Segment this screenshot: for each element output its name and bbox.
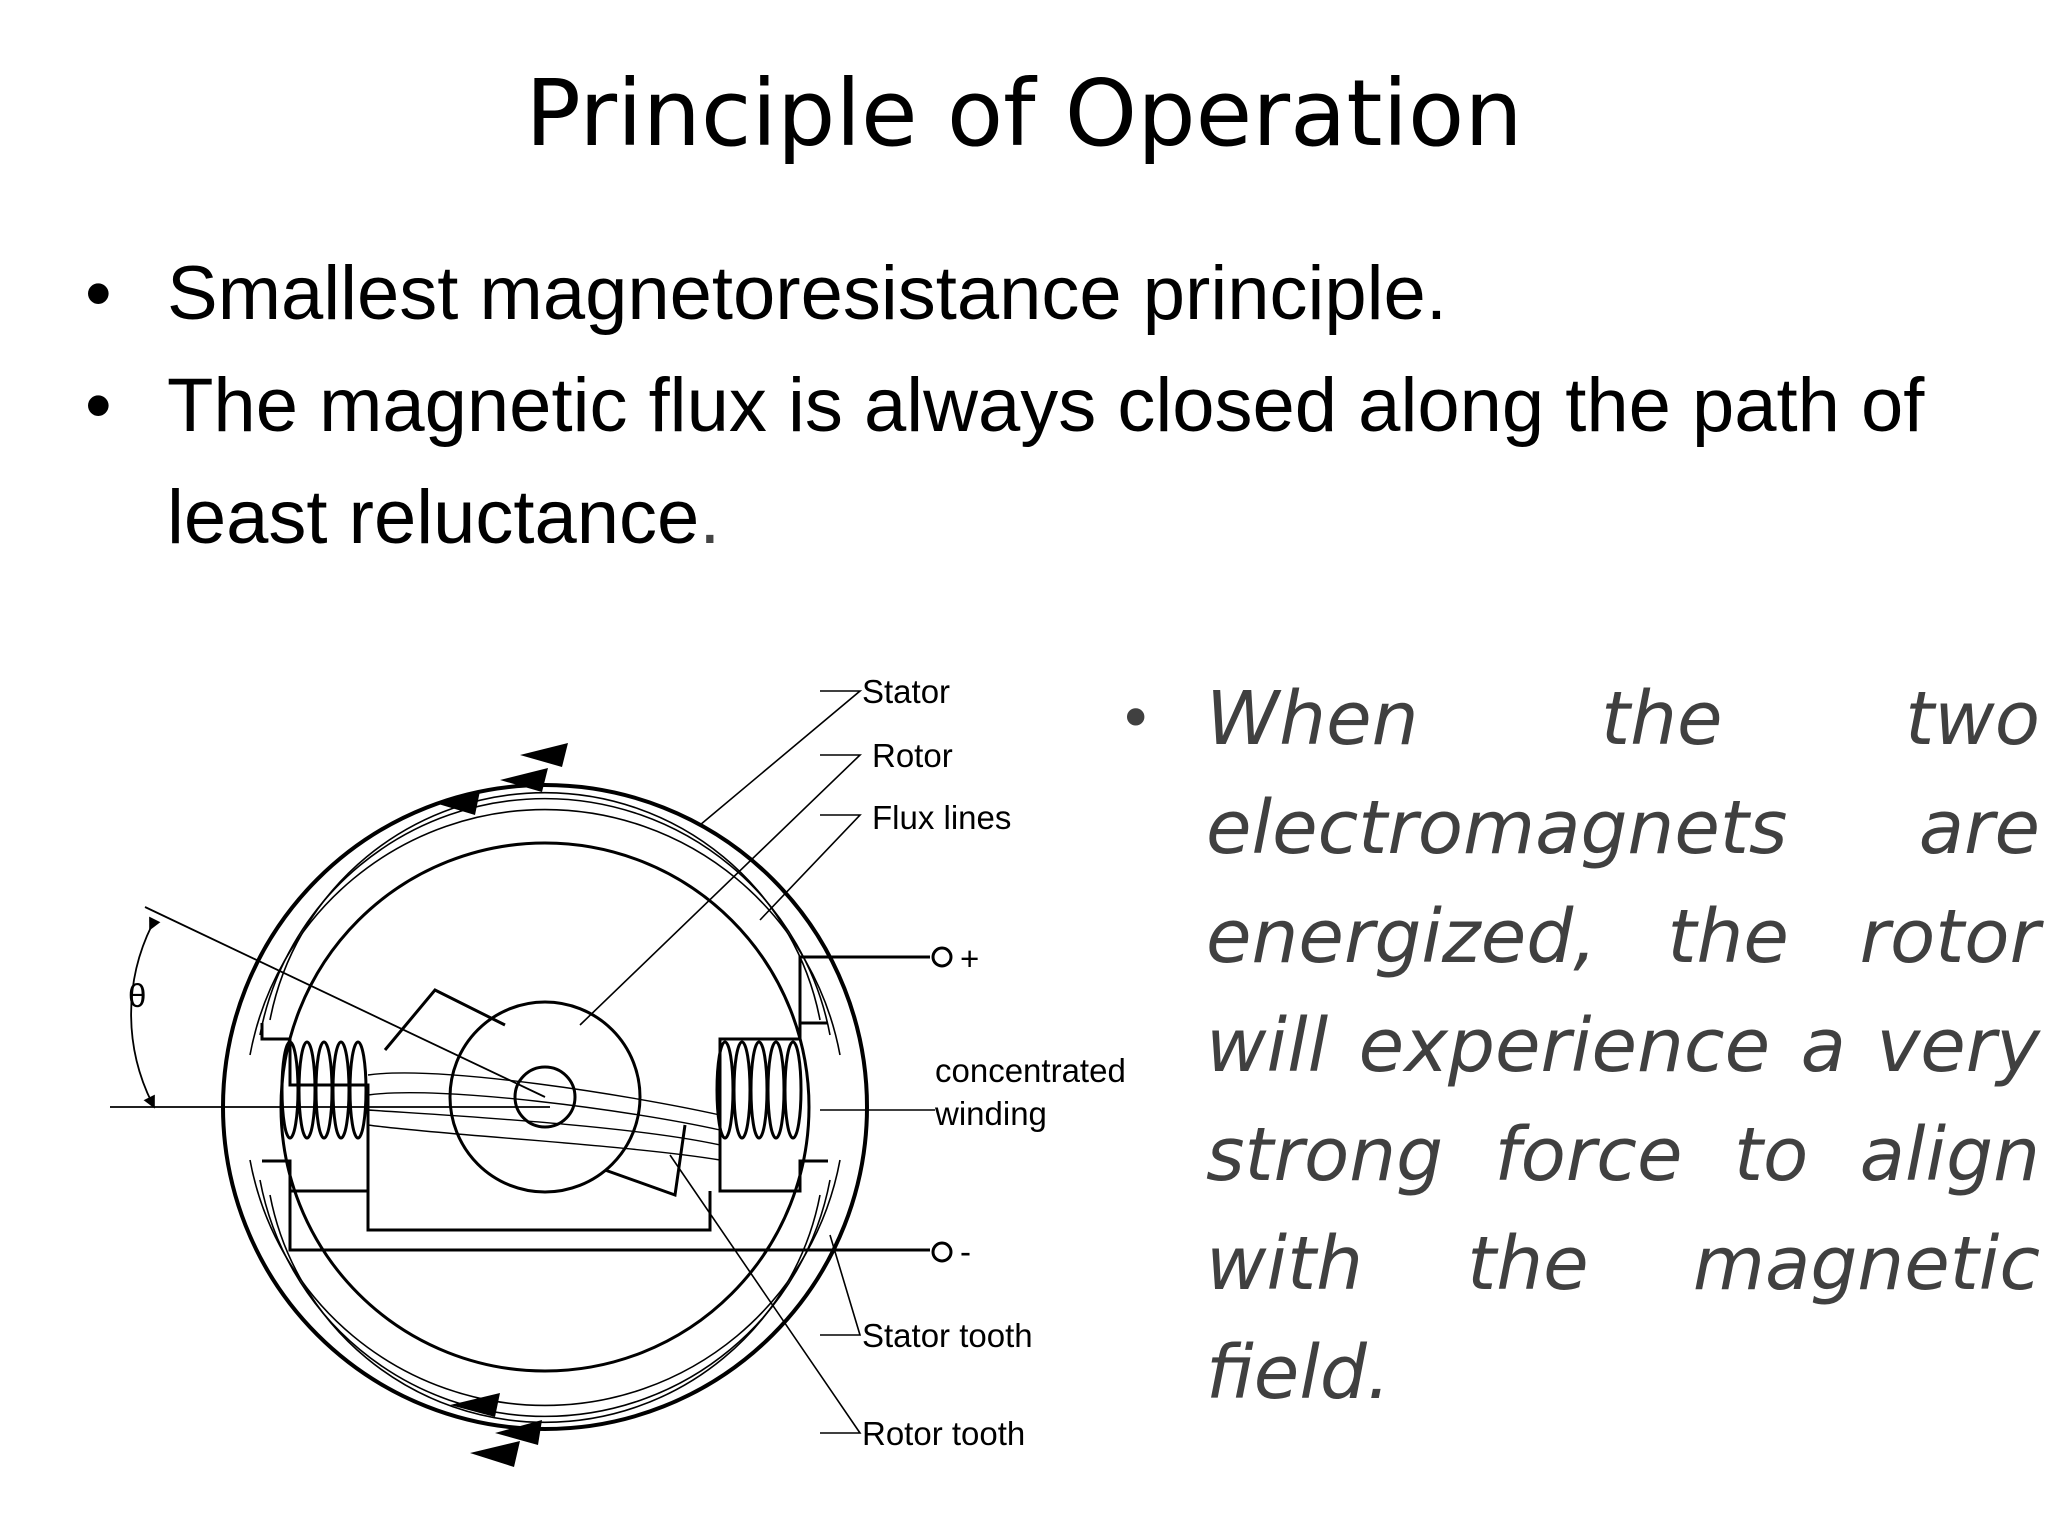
label-concentrated: concentrated: [935, 1052, 1126, 1089]
flux-lines-rotor: [367, 1072, 721, 1161]
bullet-text: The magnetic flux is always closed along…: [167, 363, 1925, 560]
right-bullet: • When the two electromagnets are energi…: [1118, 665, 2040, 1428]
flux-lines-yoke: [249, 791, 841, 1424]
bullet-dot: •: [1118, 684, 1154, 754]
winding-leads: [288, 955, 930, 1252]
terminal-minus: [931, 1241, 953, 1263]
terminal-plus: [931, 946, 953, 968]
label-plus: +: [960, 940, 979, 977]
bullet-trailing-period: .: [699, 475, 721, 560]
label-stator-tooth: Stator tooth: [862, 1317, 1033, 1354]
bullet-text: Smallest magnetoresistance principle.: [167, 251, 1447, 336]
winding-left: [280, 1040, 368, 1140]
label-theta: θ: [128, 977, 146, 1014]
srm-diagram: + - θ Stator Rotor Flux lines c: [110, 655, 1170, 1475]
label-flux-lines: Flux lines: [872, 799, 1011, 836]
bullet-dot: •: [85, 251, 112, 336]
flux-arrows: [435, 743, 568, 1467]
label-rotor-tooth: Rotor tooth: [862, 1415, 1025, 1452]
winding-right: [715, 1040, 803, 1140]
stator-pole-right: [718, 1021, 828, 1193]
label-rotor: Rotor: [872, 737, 953, 774]
theta-reference: [110, 906, 550, 1109]
bullet-list: • Smallest magnetoresistance principle. …: [85, 238, 1985, 574]
right-bullet-text: When the two electromagnets are energize…: [1206, 676, 2040, 1416]
slide-title: Principle of Operation: [525, 60, 1523, 167]
leader-lines: [579, 690, 935, 1434]
label-minus: -: [960, 1233, 971, 1270]
srm-diagram-svg: + - θ Stator Rotor Flux lines c: [110, 673, 1126, 1467]
bullet-item: • Smallest magnetoresistance principle.: [85, 238, 1985, 350]
stator-pole-left: [260, 1023, 370, 1193]
bullet-item: • The magnetic flux is always closed alo…: [85, 350, 1985, 574]
label-winding: winding: [934, 1095, 1047, 1132]
label-stator: Stator: [862, 673, 950, 710]
bullet-dot: •: [85, 363, 112, 448]
